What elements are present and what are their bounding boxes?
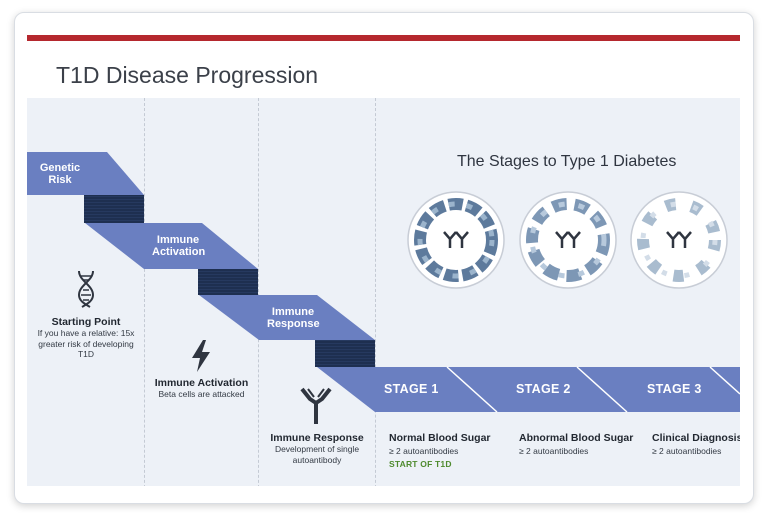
antibody-icon: [300, 387, 332, 424]
column-divider: [375, 98, 376, 486]
accent-rule: [27, 35, 740, 41]
ribbon-segment: [199, 295, 375, 340]
stage-note-start-of-t1d: START OF T1D: [389, 459, 452, 469]
stage-title-2: Abnormal Blood Sugar: [519, 432, 634, 444]
ribbon-riser: [84, 195, 144, 223]
stage-desc-1: ≥ 2 autoantibodies: [389, 446, 459, 456]
step-title-immune-response: Immune Response: [270, 432, 364, 444]
page-title: T1D Disease Progression: [56, 62, 319, 88]
beta-cell-circle-icon: [407, 191, 505, 289]
stage-separator: [576, 366, 628, 413]
ribbon-riser: [315, 340, 375, 367]
progression-ribbon: [27, 152, 740, 413]
column-divider: [144, 98, 145, 486]
ribbon-riser: [198, 269, 258, 295]
ribbon-label-immune-response: Immune Response: [267, 306, 320, 330]
dna-icon: [77, 270, 95, 308]
header-band: [27, 22, 740, 98]
step-desc-immune-activation: Beta cells are attacked: [158, 389, 245, 399]
stage-separator: [709, 366, 740, 395]
stage-label-3: STAGE 3: [647, 382, 702, 396]
stage-label-1: STAGE 1: [384, 382, 439, 396]
lightning-icon: [192, 340, 210, 372]
stage-title-1: Normal Blood Sugar: [389, 432, 491, 444]
stage-separator: [446, 366, 498, 413]
column-divider: [258, 98, 259, 486]
slide: T1D Disease Progression Genetic Risk Imm…: [27, 22, 740, 486]
stage-desc-3: ≥ 2 autoantibodies: [652, 446, 722, 456]
stage-label-2: STAGE 2: [516, 382, 571, 396]
beta-cell-circle-icon: [519, 191, 617, 289]
ribbon-segment: [27, 152, 144, 195]
ribbon-label-text: Immune Activation: [152, 234, 206, 258]
beta-cell-circle-icon: [630, 191, 728, 289]
step-desc-immune-response: Development of single autoantibody: [274, 444, 360, 465]
stage-title-3: Clinical Diagnosis: [652, 432, 740, 444]
ribbon-label-text: Genetic Risk: [39, 162, 81, 186]
stages-heading: The Stages to Type 1 Diabetes: [457, 153, 677, 170]
stage-band: [317, 367, 740, 412]
step-title-immune-activation: Immune Activation: [154, 377, 249, 389]
ribbon-label-text: Immune Response: [267, 306, 320, 330]
stage-desc-2: ≥ 2 autoantibodies: [519, 446, 589, 456]
ribbon-label-immune-activation: Immune Activation: [152, 234, 206, 258]
ribbon-segment: [85, 223, 258, 269]
step-desc-starting-point: If you have a relative: 15x greater risk…: [37, 328, 135, 359]
ribbon-label-genetic-risk: Genetic Risk: [39, 162, 81, 186]
step-title-starting-point: Starting Point: [51, 316, 121, 328]
